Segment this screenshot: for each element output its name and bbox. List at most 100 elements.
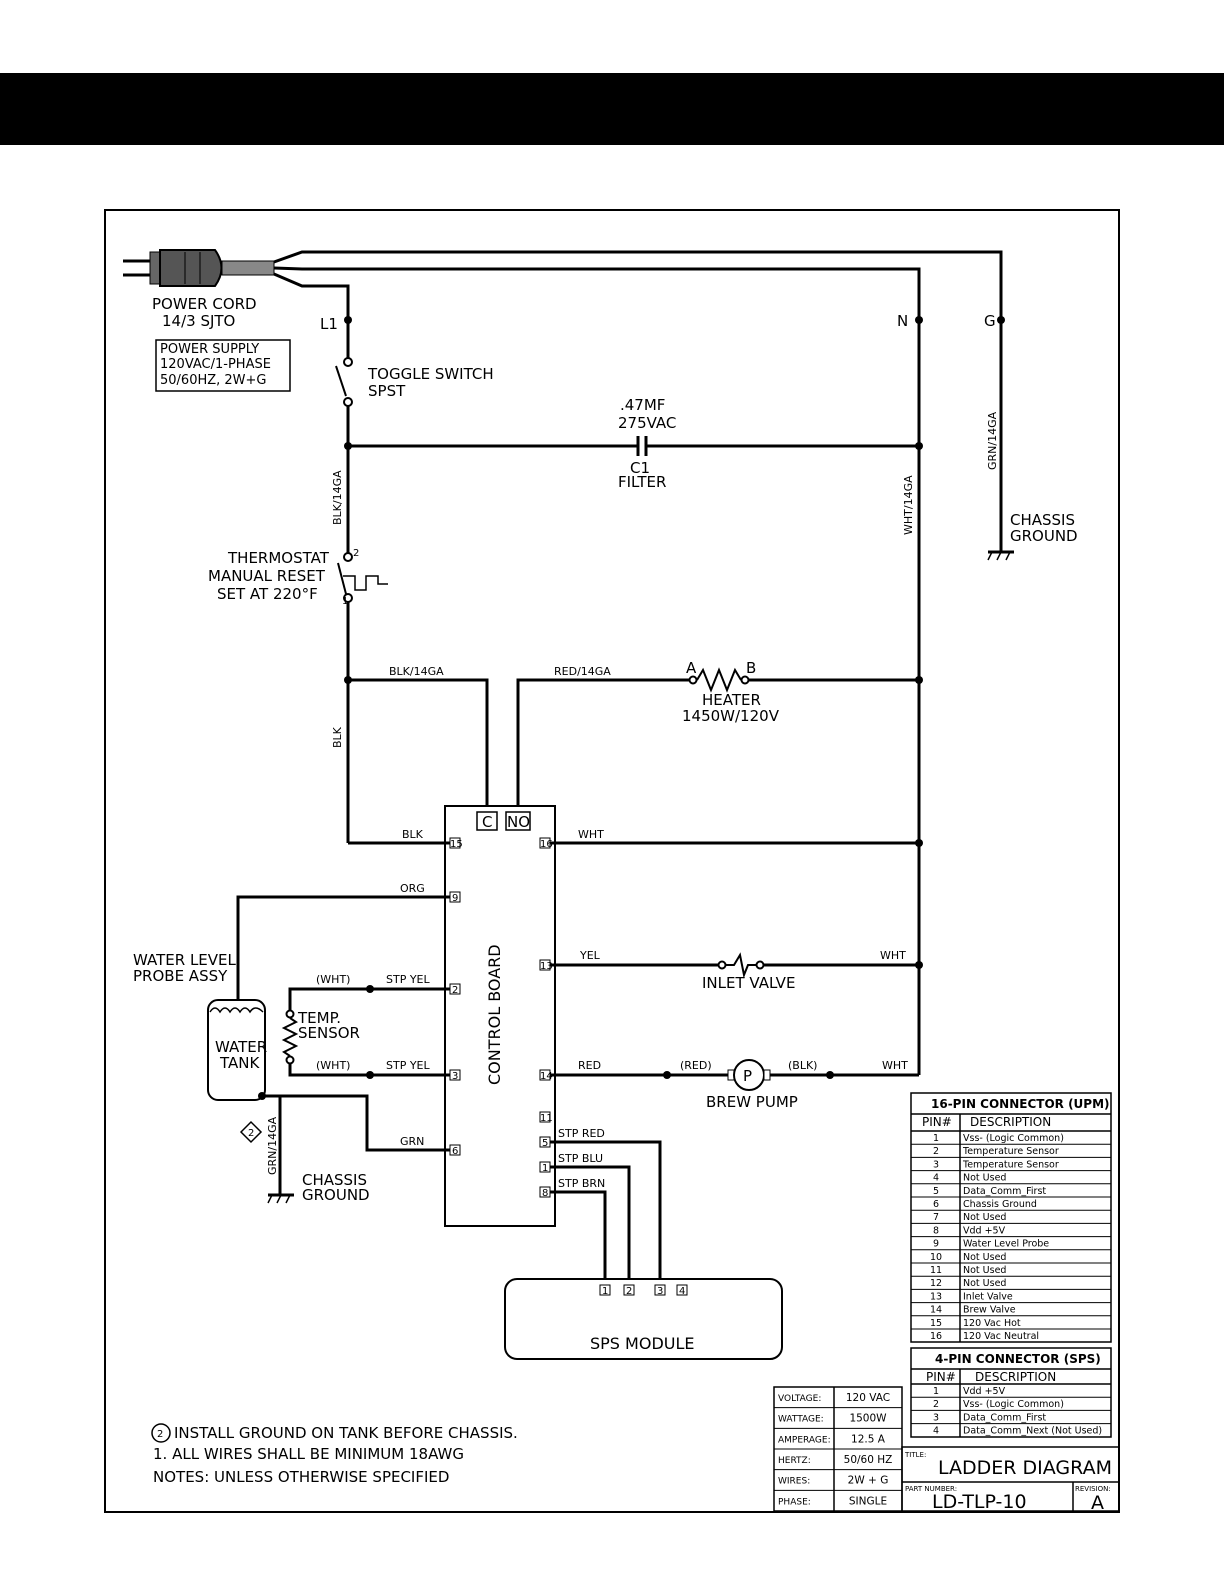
upm-row-pin: 10 bbox=[930, 1252, 942, 1263]
upm-row-pin: 2 bbox=[933, 1146, 939, 1157]
g-label: G bbox=[984, 312, 996, 330]
pin-14-label: 14 bbox=[540, 1071, 553, 1082]
blk14-vertical-label: BLK/14GA bbox=[331, 470, 344, 525]
heater-rating: 1450W/120V bbox=[682, 707, 780, 725]
upm-row-desc: Water Level Probe bbox=[963, 1239, 1049, 1250]
revision-label: REVISION: bbox=[1075, 1485, 1111, 1493]
blk-vertical-label: BLK bbox=[331, 726, 344, 748]
spec-row-value: 12.5 A bbox=[851, 1433, 886, 1445]
pin-13-label: 13 bbox=[540, 961, 553, 972]
pin16-node bbox=[915, 839, 923, 847]
spec-row-value: SINGLE bbox=[849, 1495, 887, 1507]
spec-row-value: 1500W bbox=[849, 1413, 887, 1425]
sps-row-desc: Data_Comm_First bbox=[963, 1412, 1046, 1423]
pin-3-label: 3 bbox=[452, 1071, 458, 1082]
upm-row-pin: 3 bbox=[933, 1159, 939, 1170]
yel-label: YEL bbox=[579, 949, 601, 962]
temp-sensor-wire-bottom bbox=[288, 1064, 450, 1077]
upm-row-desc: Chassis Ground bbox=[963, 1199, 1037, 1210]
toggle-switch-type: SPST bbox=[368, 382, 406, 400]
blk-pin-label: BLK bbox=[402, 828, 424, 841]
sps-pin-3: 3 bbox=[657, 1286, 663, 1297]
brew-pump-label: BREW PUMP bbox=[706, 1093, 798, 1111]
cord-wire-neutral bbox=[273, 266, 921, 320]
power-supply-line2: 120VAC/1-PHASE bbox=[160, 357, 271, 372]
wht-pump-label: WHT bbox=[882, 1059, 908, 1072]
spec-row-value: 50/60 HZ bbox=[844, 1454, 893, 1466]
upm-row-pin: 9 bbox=[933, 1239, 939, 1250]
specs-table-rows: VOLTAGE:120 VACWATTAGE:1500WAMPERAGE:12.… bbox=[774, 1392, 902, 1507]
power-supply-line1: POWER SUPPLY bbox=[160, 342, 259, 357]
sps-row-desc: Data_Comm_Next (Not Used) bbox=[963, 1426, 1102, 1437]
water-probe-label: WATER LEVEL bbox=[133, 951, 237, 969]
blk-paren-label: (BLK) bbox=[788, 1059, 817, 1072]
sps-pin-1-box bbox=[599, 1284, 611, 1296]
water-tank-label2: TANK bbox=[219, 1054, 260, 1072]
capacitor-desc: FILTER bbox=[618, 473, 666, 491]
upm-row-desc: Inlet Valve bbox=[963, 1291, 1013, 1302]
water-probe-label2: PROBE ASSY bbox=[133, 967, 228, 985]
upm-row-pin: 13 bbox=[930, 1291, 942, 1302]
water-surface-icon bbox=[209, 1007, 264, 1014]
red-label: RED bbox=[578, 1059, 601, 1072]
pin-6-box bbox=[449, 1144, 461, 1156]
upm-row-desc: Temperature Sensor bbox=[962, 1159, 1059, 1170]
header-banner bbox=[0, 73, 1224, 145]
pin-15-label: 15 bbox=[450, 839, 463, 850]
upm-row-desc: Not Used bbox=[963, 1265, 1006, 1276]
upm-col-pin: PIN# bbox=[922, 1115, 952, 1129]
spec-row-value: 120 VAC bbox=[846, 1392, 890, 1404]
sps-pin-2-box bbox=[623, 1284, 635, 1296]
upm-row-desc: 120 Vac Neutral bbox=[963, 1331, 1039, 1342]
thermostat-label: THERMOSTAT bbox=[227, 549, 330, 567]
pump-splice-right bbox=[826, 1071, 834, 1079]
upm-row-desc: Vss- (Logic Common) bbox=[963, 1133, 1064, 1144]
wht-pin-label: WHT bbox=[578, 828, 604, 841]
upm-row-pin: 6 bbox=[933, 1199, 939, 1210]
toggle-switch-label: TOGGLE SWITCH bbox=[367, 365, 494, 383]
pin-11-label: 11 bbox=[540, 1113, 553, 1124]
temp-sensor-icon bbox=[281, 1017, 299, 1057]
red-paren-label: (RED) bbox=[680, 1059, 712, 1072]
upm-table-title: 16-PIN CONNECTOR (UPM) bbox=[931, 1097, 1110, 1111]
temp-sensor-label2: SENSOR bbox=[298, 1024, 360, 1042]
toggle-switch-icon bbox=[335, 365, 347, 397]
sps-pin-1: 1 bbox=[602, 1286, 608, 1297]
cap-node-right bbox=[915, 442, 923, 450]
heater-terminal-b bbox=[740, 675, 750, 685]
terminal-c-box bbox=[476, 811, 498, 831]
pump-terminal-right bbox=[763, 1069, 771, 1081]
drawing-title: LADDER DIAGRAM bbox=[938, 1457, 1112, 1479]
org-wire bbox=[236, 895, 450, 1010]
temp-sensor-terminal-bottom bbox=[285, 1055, 295, 1065]
wht-inlet-label: WHT bbox=[880, 949, 906, 962]
upm-row-pin: 15 bbox=[930, 1318, 942, 1329]
upm-row-pin: 14 bbox=[930, 1305, 942, 1316]
heater-b-label: B bbox=[746, 659, 756, 677]
upm-row-desc: Not Used bbox=[963, 1278, 1006, 1289]
drawing-frame bbox=[104, 209, 1120, 1513]
upm-row-pin: 8 bbox=[933, 1225, 939, 1236]
temp-sensor-splice-bottom bbox=[366, 1071, 374, 1079]
spec-row-value: 2W + G bbox=[848, 1475, 889, 1487]
power-plug-icon bbox=[123, 249, 275, 287]
chassis-ground-label: CHASSIS bbox=[1010, 511, 1075, 529]
pin-8-label: 8 bbox=[542, 1188, 548, 1199]
power-supply-line3: 50/60HZ, 2W+G bbox=[160, 373, 267, 388]
upm-row-pin: 7 bbox=[933, 1212, 939, 1223]
sps-pin-2: 2 bbox=[626, 1286, 632, 1297]
capacitor-name: C1 bbox=[630, 459, 650, 477]
sps-pin-4-box bbox=[676, 1284, 688, 1296]
grn14-label: GRN/14GA bbox=[986, 411, 999, 470]
pin-1-label: 1 bbox=[542, 1163, 548, 1174]
l1-label: L1 bbox=[320, 315, 338, 333]
upm-row-pin: 11 bbox=[930, 1265, 942, 1276]
stp-brn-wire bbox=[550, 1190, 607, 1285]
note-2-marker-icon bbox=[239, 1120, 263, 1144]
heater-a-label: A bbox=[686, 659, 697, 677]
chassis-ground-label2: GROUND bbox=[1010, 527, 1078, 545]
note-2: INSTALL GROUND ON TANK BEFORE CHASSIS. bbox=[174, 1424, 518, 1442]
upm-row-desc: Not Used bbox=[963, 1212, 1006, 1223]
stp-yel2-label: STP YEL bbox=[386, 1059, 431, 1072]
